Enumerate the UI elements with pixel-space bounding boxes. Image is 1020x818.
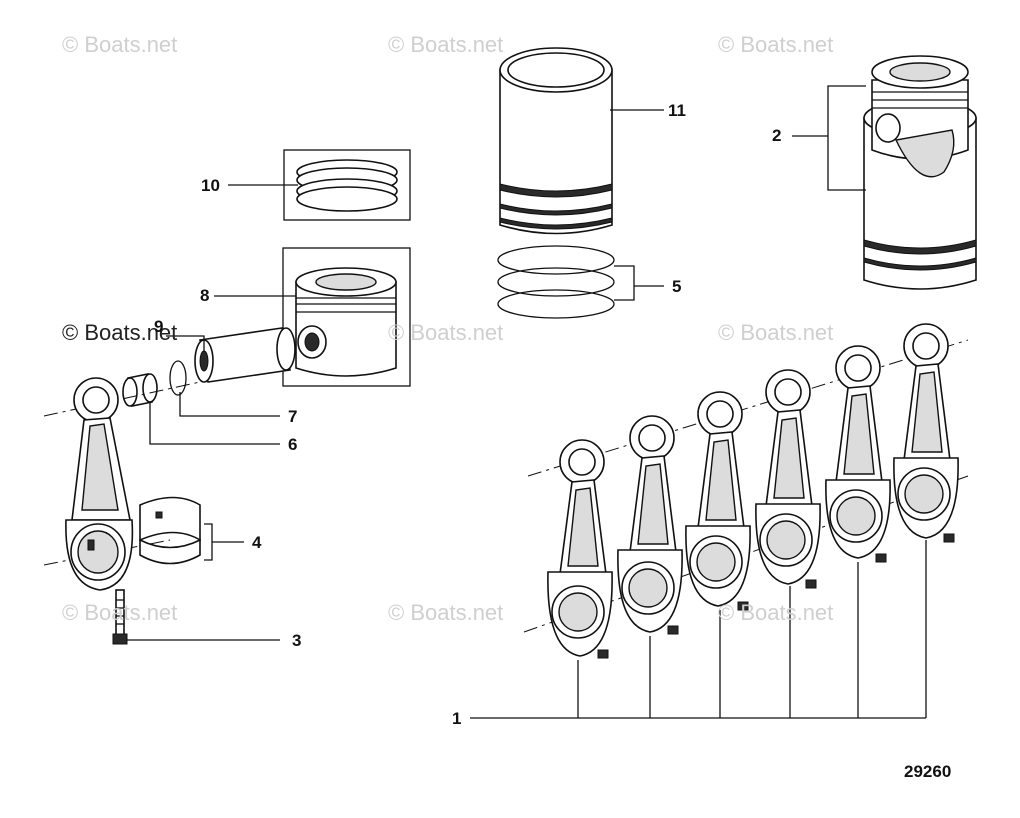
watermark: © Boats.net — [62, 600, 178, 625]
cylinder-liner-drawing — [499, 47, 613, 235]
connecting-rod-5 — [825, 345, 891, 563]
watermark: © Boats.net — [388, 320, 504, 345]
bushing-drawing — [122, 373, 158, 407]
callout-11: 11 — [668, 101, 686, 120]
callout-3: 3 — [292, 631, 302, 650]
connecting-rod-3 — [685, 391, 751, 611]
leader-2-bracket — [827, 85, 866, 191]
watermark: © Boats.net — [62, 32, 178, 57]
connecting-rod-single-drawing — [43, 377, 201, 645]
piston-ring-set-drawing — [283, 149, 411, 221]
callout-1: 1 — [452, 709, 462, 728]
leader-1 — [470, 540, 927, 719]
callout-9: 9 — [154, 317, 164, 336]
watermark: © Boats.net — [388, 32, 504, 57]
piston-liner-assembly-drawing — [863, 55, 977, 290]
callout-7: 7 — [288, 407, 298, 426]
connecting-rod-set-drawing — [523, 323, 969, 659]
watermark-prominent: © Boats.net — [62, 320, 178, 345]
callout-5: 5 — [672, 277, 682, 296]
figure-number: 29260 — [904, 762, 952, 781]
callout-4: 4 — [252, 533, 262, 552]
piston-pin-drawing — [194, 327, 296, 383]
callout-6: 6 — [288, 435, 298, 454]
retaining-ring-drawing — [169, 360, 187, 396]
leader-6 — [149, 402, 280, 445]
connecting-rod-2 — [617, 415, 683, 635]
connecting-rod-6 — [893, 323, 959, 543]
leader-4-bracket — [204, 523, 213, 561]
callout-2: 2 — [772, 126, 782, 145]
leader-5-bracket — [614, 265, 635, 301]
liner-o-rings-drawing — [497, 245, 615, 319]
watermark: © Boats.net — [718, 320, 834, 345]
watermark: © Boats.net — [388, 600, 504, 625]
callout-8: 8 — [200, 286, 210, 305]
connecting-rod-4 — [755, 369, 821, 589]
callout-10: 10 — [201, 176, 220, 195]
connecting-rod-1 — [547, 439, 613, 659]
leader-7 — [179, 392, 280, 417]
piston-drawing — [282, 247, 411, 387]
watermark: © Boats.net — [718, 600, 834, 625]
watermark: © Boats.net — [718, 32, 834, 57]
leader-9 — [166, 335, 205, 352]
rod-bearing-shells-drawing — [139, 496, 201, 565]
